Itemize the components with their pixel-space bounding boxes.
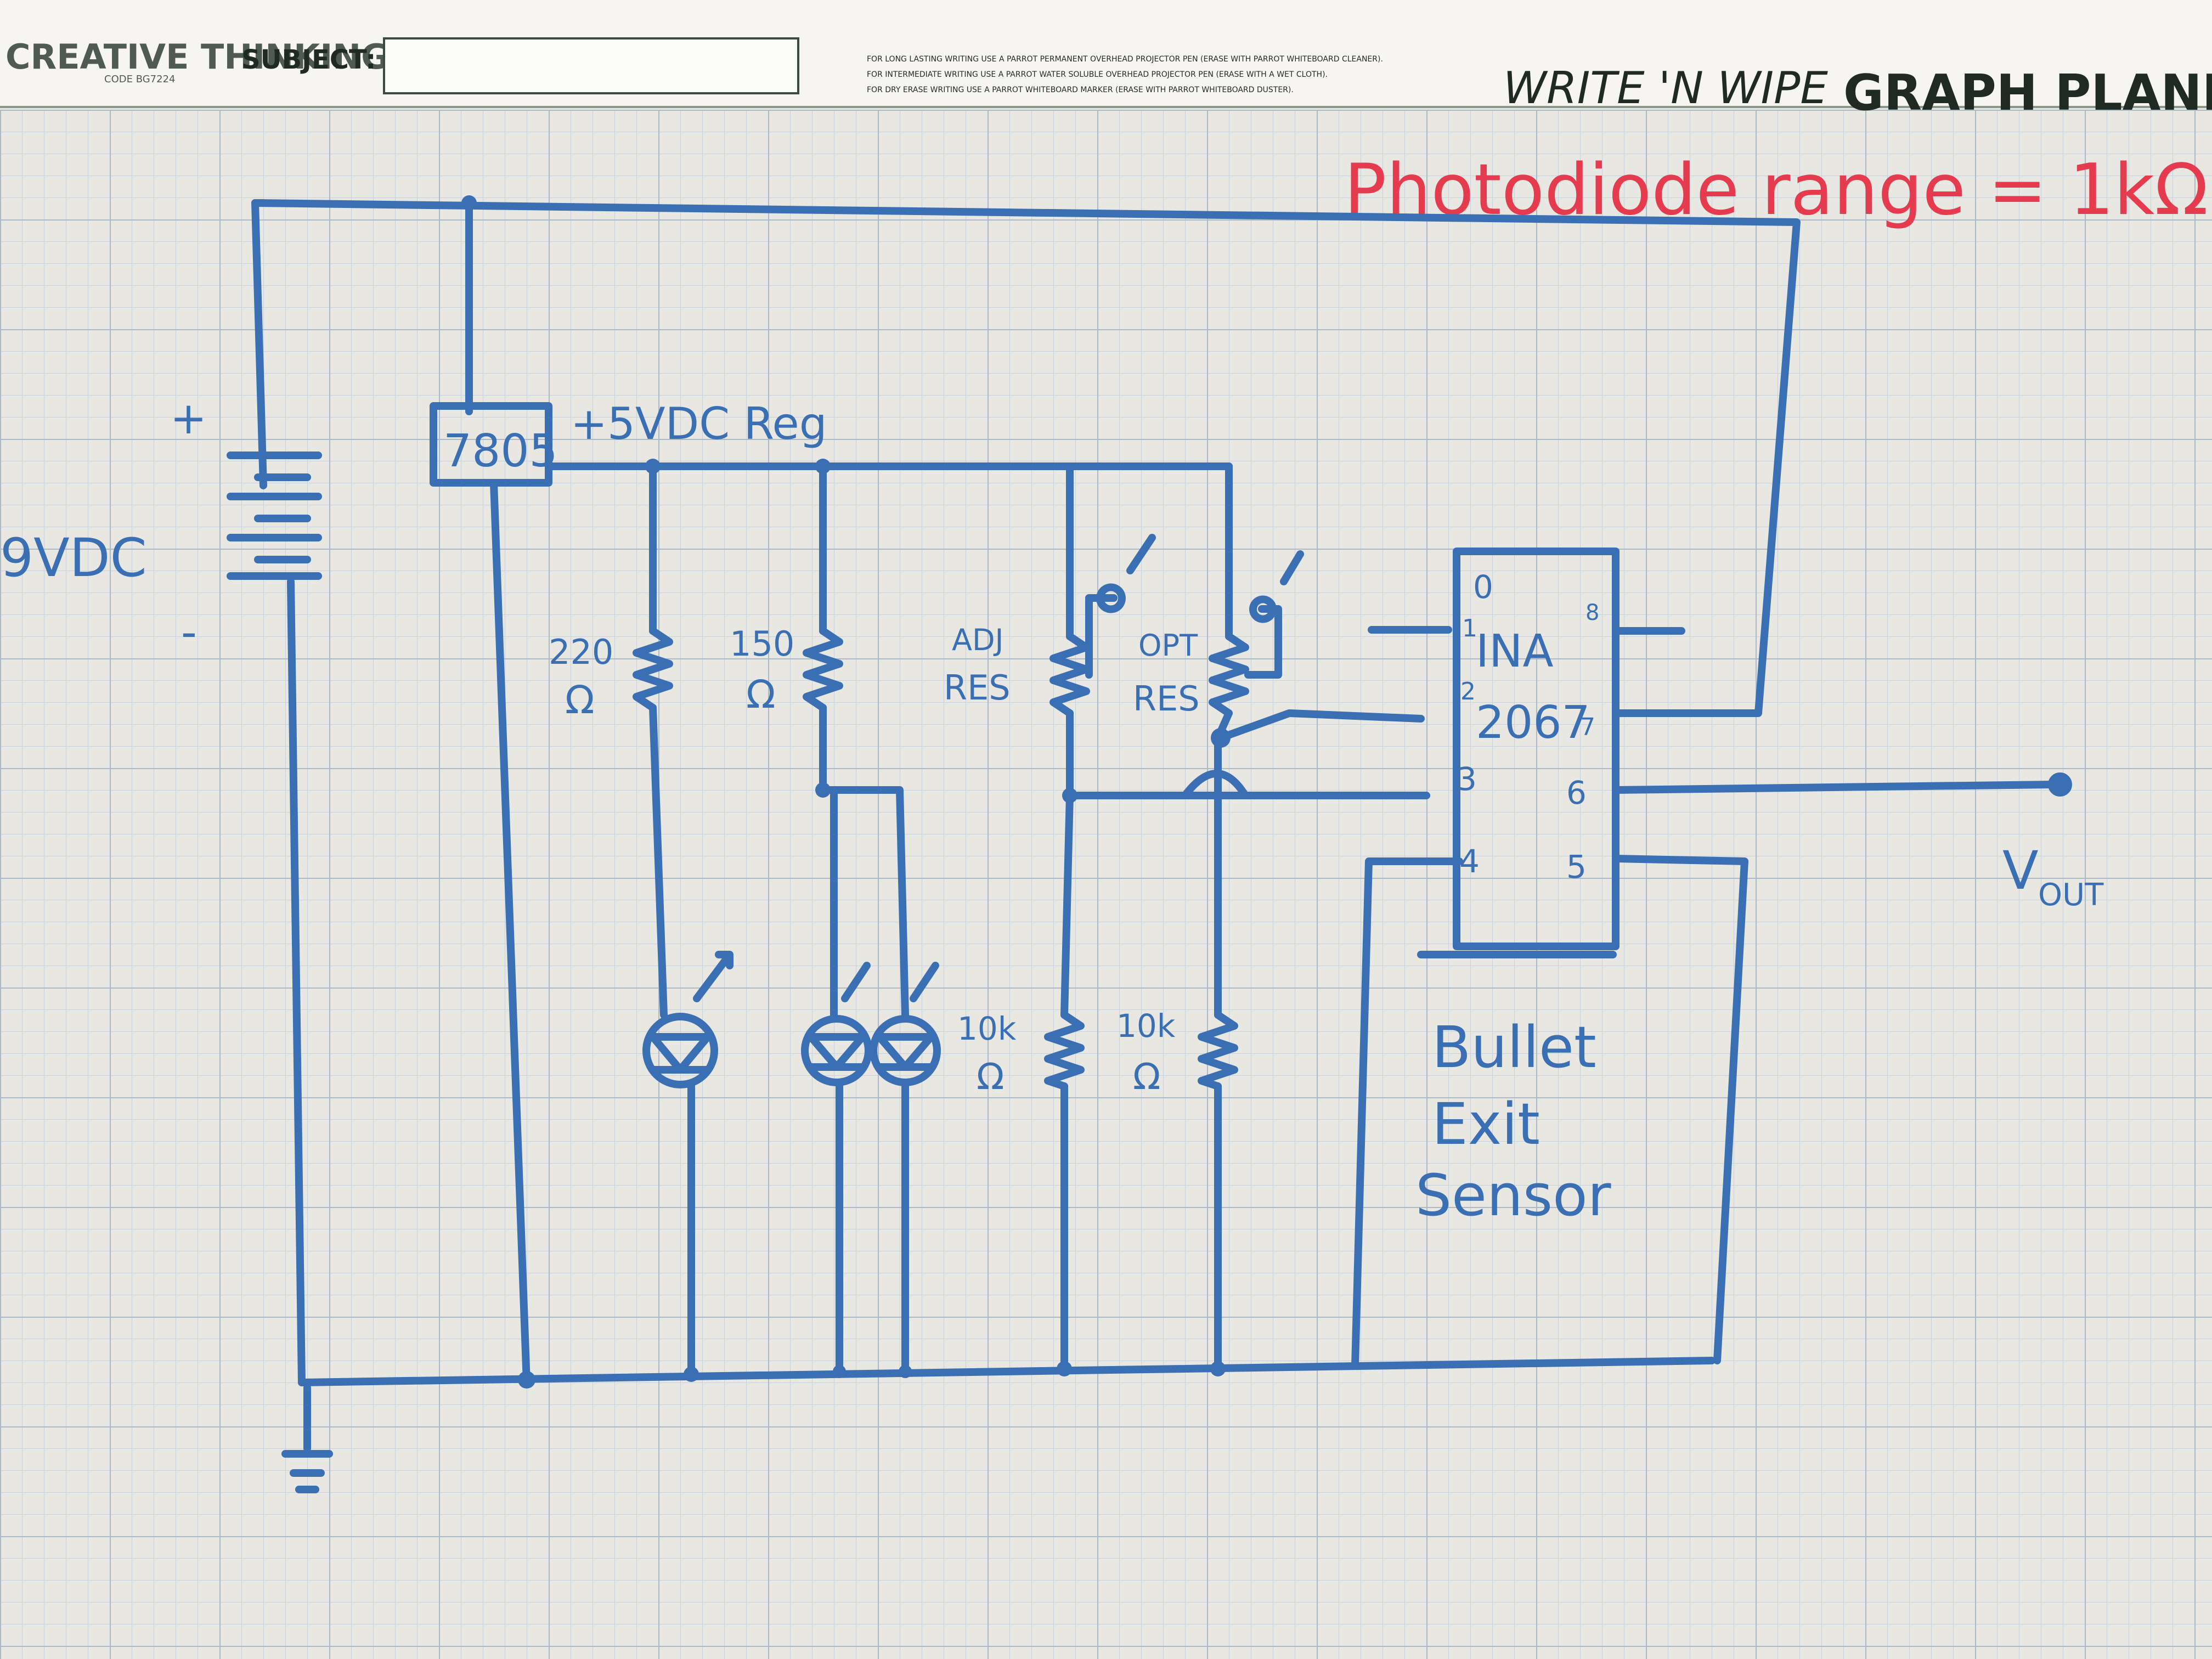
branch-1-wire	[649, 462, 695, 1375]
adj-potentiometer-wiper	[1085, 534, 1156, 679]
adj-res-label-1: ADJ	[952, 623, 1003, 657]
brand-logo: CREATIVE THINKING	[5, 37, 389, 77]
sensor-label-line-3: Sensor	[1415, 1162, 1611, 1229]
wire-crossover-hop	[1181, 770, 1249, 799]
resistor-150-unit: Ω	[746, 672, 776, 717]
vout-label: V	[2002, 840, 2039, 901]
resistor-10k-b-value: 10k	[1116, 1007, 1176, 1045]
write-n-wipe-logo: WRITE 'N WIPE	[1503, 63, 1828, 114]
photodiode-1	[642, 951, 733, 1088]
opt-res-label-2: RES	[1133, 679, 1200, 719]
ic-pin-5-wire	[1612, 855, 1748, 1364]
ic-number: 2067	[1476, 697, 1590, 749]
graph-planner-logo: GRAPH PLANN	[1843, 64, 2212, 122]
ground-symbol	[281, 1450, 333, 1493]
adj-res-label-2: RES	[944, 668, 1011, 708]
resistor-10k-a-value: 10k	[957, 1010, 1017, 1047]
ic-name: INA	[1476, 625, 1554, 678]
ic-pin-7: 7	[1580, 713, 1595, 741]
ic-pin-1: 1	[1462, 614, 1477, 642]
product-code: CODE BG7224	[104, 74, 175, 85]
junction-dots	[461, 195, 1231, 1389]
graph-grid	[0, 110, 2212, 1659]
header-strip: CREATIVE THINKING CODE BG7224 SUBJECT: F…	[0, 0, 2212, 122]
vout-terminal	[2048, 772, 2072, 797]
regulator-ground-wire	[490, 479, 531, 1386]
opt-to-ic-wire	[1217, 709, 1425, 742]
regulator-output-label: +5VDC Reg	[571, 398, 827, 449]
regulator-label: 7805	[443, 425, 558, 477]
ic-pin-3: 3	[1457, 760, 1477, 798]
ina-ic-body	[1453, 548, 1620, 950]
ic-pin-4-wire	[1351, 857, 1463, 1370]
opt-potentiometer-wiper	[1244, 550, 1304, 679]
resistor-220	[633, 627, 673, 712]
photodiode-2	[801, 962, 872, 1086]
ic-pin-5: 5	[1566, 848, 1587, 885]
opt-res-label-1: OPT	[1138, 628, 1198, 663]
resistor-10k-a	[1044, 1011, 1085, 1090]
ground-rail-wire	[298, 1357, 1716, 1386]
battery-plus-label: +	[170, 393, 207, 444]
subject-label: SUBJECT:	[241, 44, 376, 75]
adjustable-resistor	[1049, 633, 1090, 717]
resistor-10k-b	[1198, 1011, 1238, 1090]
resistor-150	[803, 627, 843, 712]
sensor-label-line-2: Exit	[1432, 1091, 1540, 1158]
instructions-line-1: FOR LONG LASTING WRITING USE A PARROT PE…	[867, 55, 1383, 64]
ic-pin-8: 8	[1585, 600, 1599, 625]
adj-branch-wire	[1060, 462, 1430, 1375]
battery-voltage-label: 9VDC	[0, 527, 147, 589]
subject-field[interactable]	[383, 37, 799, 94]
ic-pin-6: 6	[1566, 774, 1587, 811]
top-rail-wire-main	[251, 199, 1801, 717]
resistor-220-unit: Ω	[565, 678, 595, 723]
vout-wire	[1612, 781, 2056, 794]
battery-minus-label: -	[181, 607, 197, 658]
branch-2-wire	[819, 462, 909, 1375]
resistor-220-value: 220	[549, 632, 613, 672]
resistor-10k-b-unit: Ω	[1133, 1056, 1160, 1098]
resistor-150-value: 150	[730, 624, 794, 664]
instructions-line-2: FOR INTERMEDIATE WRITING USE A PARROT WA…	[867, 70, 1328, 79]
vout-subscript: OUT	[2038, 877, 2104, 913]
instructions-line-3: FOR DRY ERASE WRITING USE A PARROT WHITE…	[867, 86, 1294, 94]
ic-pin-4: 4	[1459, 843, 1480, 880]
battery-to-ground-wire	[287, 578, 306, 1386]
photodiode-3	[870, 962, 941, 1086]
optional-resistor	[1209, 633, 1249, 717]
ic-pin-2: 2	[1460, 678, 1476, 706]
resistor-10k-a-unit: Ω	[977, 1056, 1004, 1098]
circuit-schematic	[227, 199, 2072, 1493]
ic-pin-0: 0	[1473, 568, 1493, 606]
battery-symbol	[227, 452, 322, 580]
sensor-label-line-1: Bullet	[1432, 1014, 1596, 1081]
